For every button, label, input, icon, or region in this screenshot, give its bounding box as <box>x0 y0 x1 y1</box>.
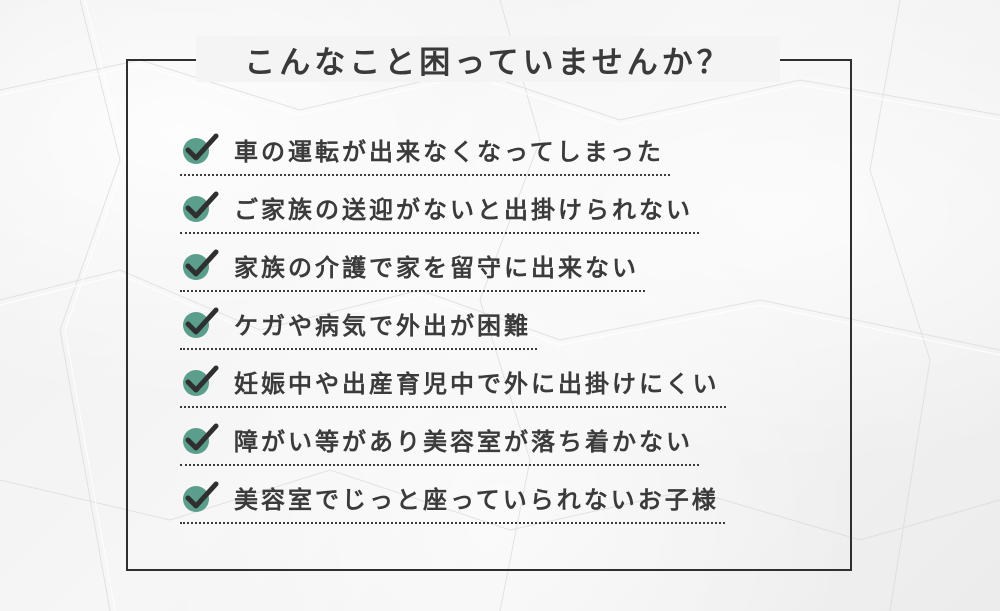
list-item-text: 美容室でじっと座っていられないお子様 <box>234 485 719 514</box>
list-item: ケガや病気で外出が困難 <box>180 298 800 356</box>
list-item-row: ケガや病気で外出が困難 <box>180 298 537 350</box>
check-icon <box>183 365 219 396</box>
list-item-text: 車の運転が出来なくなってしまった <box>234 137 664 166</box>
list-item: 美容室でじっと座っていられないお子様 <box>180 472 800 530</box>
check-icon <box>183 133 219 164</box>
list-item-text: 障がい等があり美容室が落ち着かない <box>234 427 693 456</box>
list-item: 車の運転が出来なくなってしまった <box>180 124 800 182</box>
list-item-row: 美容室でじっと座っていられないお子様 <box>180 472 725 524</box>
list-item-row: ご家族の送迎がないと出掛けられない <box>180 182 699 234</box>
problem-list: 車の運転が出来なくなってしまった ご家族の送迎がないと出掛けられない 家族の介護… <box>180 124 800 530</box>
list-item: 妊娠中や出産育児中で外に出掛けにくい <box>180 356 800 414</box>
check-icon <box>183 249 219 280</box>
list-item-row: 障がい等があり美容室が落ち着かない <box>180 414 699 466</box>
list-item-text: ケガや病気で外出が困難 <box>234 311 531 340</box>
list-item-text: ご家族の送迎がないと出掛けられない <box>234 195 693 224</box>
check-icon <box>183 191 219 222</box>
check-icon <box>183 481 219 512</box>
list-item-text: 家族の介護で家を留守に出来ない <box>234 253 639 282</box>
list-item-text: 妊娠中や出産育児中で外に出掛けにくい <box>234 369 720 398</box>
list-item-row: 妊娠中や出産育児中で外に出掛けにくい <box>180 356 726 408</box>
check-icon <box>183 423 219 454</box>
title-bar: こんなこと困っていませんか？ <box>196 36 780 82</box>
list-item: ご家族の送迎がないと出掛けられない <box>180 182 800 240</box>
check-icon <box>183 307 219 338</box>
page-title: こんなこと困っていませんか？ <box>244 44 732 81</box>
list-item-row: 車の運転が出来なくなってしまった <box>180 124 670 176</box>
list-item: 障がい等があり美容室が落ち着かない <box>180 414 800 472</box>
list-item-row: 家族の介護で家を留守に出来ない <box>180 240 645 292</box>
list-item: 家族の介護で家を留守に出来ない <box>180 240 800 298</box>
